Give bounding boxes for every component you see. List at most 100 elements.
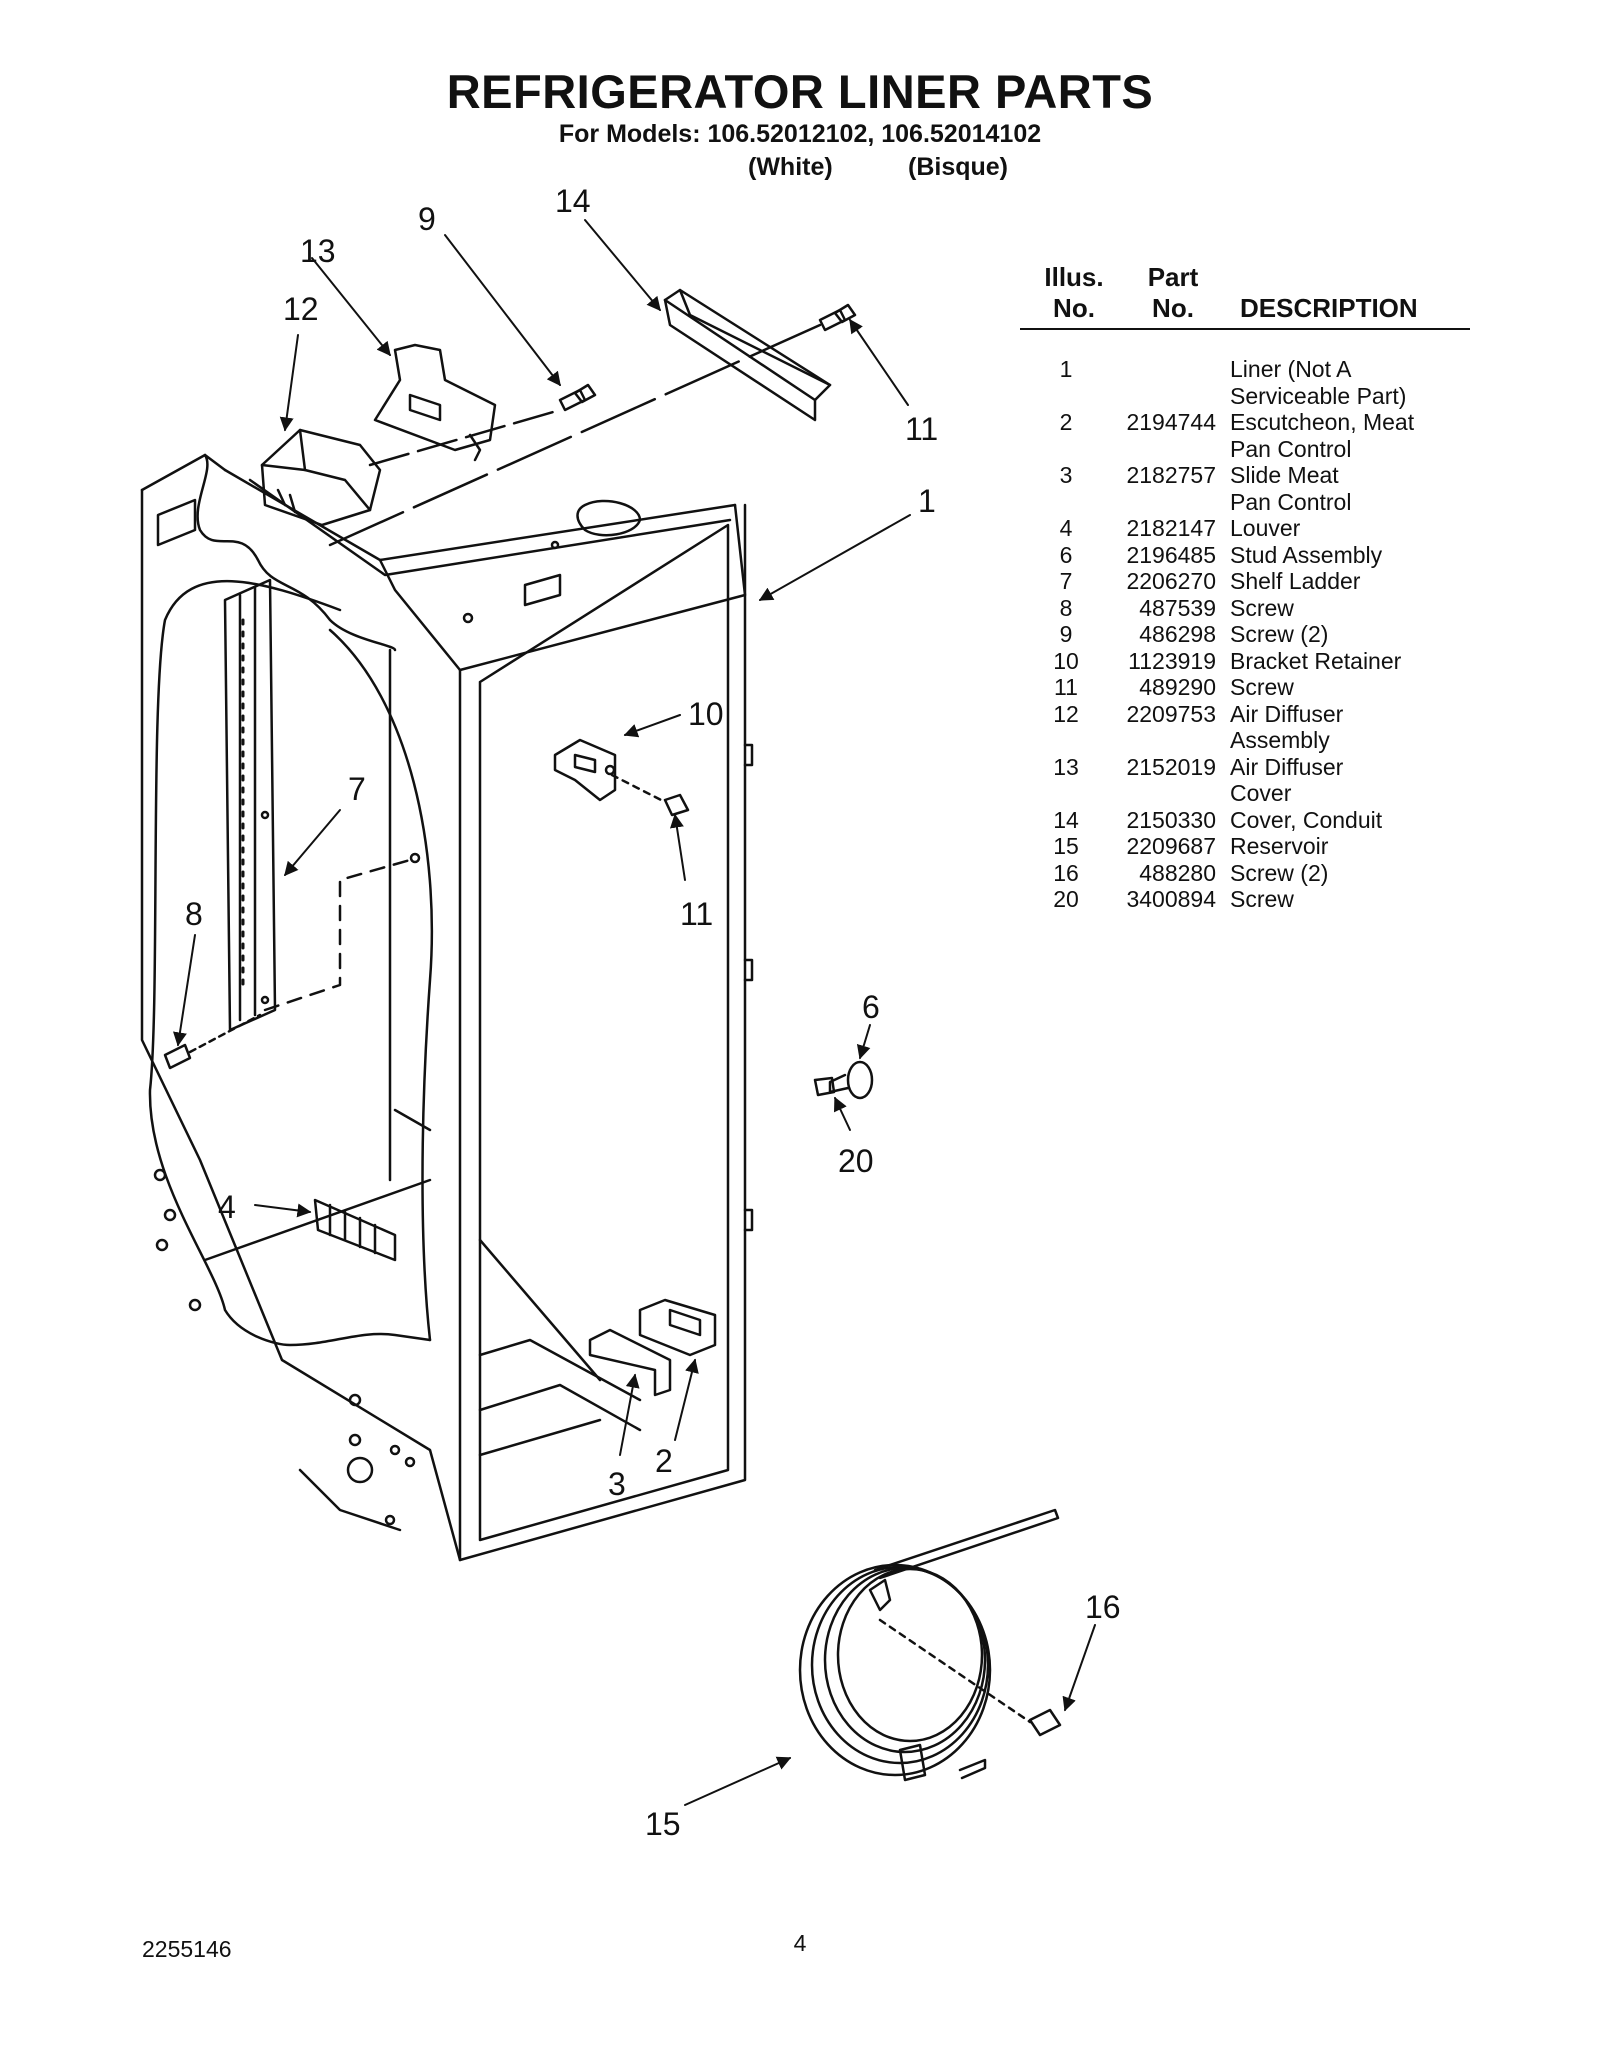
part-no-cell: 1123919 [1128, 647, 1216, 674]
leader-lines [173, 219, 1096, 1806]
illus-no-cell: 10 [1053, 647, 1079, 674]
table-row-continuation: Serviceable Part) [1020, 383, 1470, 410]
screw-11-mid [610, 773, 690, 817]
conduit-cover [663, 288, 832, 422]
header-part-no: Part No. [1128, 262, 1218, 324]
screw-8 [163, 1013, 262, 1070]
description-cell: Pan Control [1230, 435, 1352, 462]
description-cell: Liner (Not A [1230, 356, 1352, 382]
louver [313, 1198, 397, 1262]
illus-no-cell [1020, 383, 1112, 410]
page-number: 4 [793, 1930, 807, 1956]
description-cell: Cover [1230, 780, 1292, 806]
illus-no-cell: 15 [1053, 833, 1079, 859]
table-row-continuation: Pan Control [1020, 436, 1470, 463]
part-no-cell: 2182147 [1126, 515, 1216, 541]
part-no-cell: 2209753 [1126, 700, 1216, 727]
description-cell: Reservoir [1230, 833, 1329, 859]
illus-no-cell: 1 [1059, 356, 1073, 382]
screw-9 [558, 383, 597, 412]
document-number: 2255146 [142, 1936, 232, 1962]
part-no-cell [1112, 780, 1230, 807]
part-no-cell: 2206270 [1126, 568, 1216, 594]
color-white-label: (White) [748, 153, 833, 181]
callout-2: 2 [655, 1443, 673, 1479]
description-cell: Slide Meat [1230, 462, 1339, 488]
part-no-cell: 2150330 [1126, 806, 1216, 833]
callout-15: 15 [645, 1806, 681, 1842]
description-cell: Screw [1230, 594, 1294, 621]
illus-no-cell: 2 [1059, 409, 1073, 435]
part-no-cell: 3400894 [1126, 886, 1216, 912]
callout-7: 7 [348, 771, 366, 807]
model-numbers: For Models: 106.52012102, 106.52014102 [558, 120, 1042, 148]
part-no-cell: 2152019 [1126, 753, 1216, 780]
stud-assembly [813, 1060, 874, 1100]
table-row: 15 2209687 Reservoir [1020, 833, 1470, 860]
header-illus-line2: No. [1053, 293, 1095, 323]
part-no-cell: 2196485 [1126, 541, 1216, 568]
part-no-cell: 489290 [1139, 674, 1216, 700]
description-cell: Screw [1230, 674, 1294, 700]
part-no-cell: 2182757 [1126, 462, 1216, 488]
description-cell: Serviceable Part) [1230, 382, 1407, 409]
callout-6: 6 [862, 989, 880, 1025]
header-illus-line1: Illus. [1044, 262, 1104, 292]
callout-20: 20 [838, 1143, 874, 1179]
callout-3: 3 [608, 1466, 626, 1502]
part-no-cell [1112, 436, 1230, 463]
shelf-ladder [223, 578, 277, 1032]
description-cell: Air Diffuser [1230, 753, 1344, 780]
description-cell: Pan Control [1230, 488, 1352, 515]
table-row: 1 Liner (Not A [1020, 356, 1470, 383]
table-row: 10 1123919 Bracket Retainer [1020, 648, 1470, 675]
table-row: 9 486298 Screw (2) [1020, 621, 1470, 648]
page-title: REFRIGERATOR LINER PARTS [446, 65, 1154, 118]
header-part-line2: No. [1152, 293, 1194, 323]
part-no-cell: 487539 [1139, 594, 1216, 621]
illus-no-cell: 14 [1053, 806, 1079, 833]
color-bisque-label: (Bisque) [908, 153, 1008, 181]
callout-13: 13 [300, 233, 336, 269]
bracket-retainer [553, 738, 617, 802]
illus-no-cell: 9 [1059, 621, 1073, 647]
description-cell: Cover, Conduit [1230, 806, 1383, 833]
part-no-cell [1112, 489, 1230, 516]
part-no-cell: 486298 [1139, 621, 1216, 647]
slide-meat-pan-control [588, 1328, 672, 1397]
callout-12: 12 [283, 291, 319, 327]
callout-4: 4 [218, 1189, 236, 1225]
description-cell: Assembly [1230, 727, 1330, 753]
liner-body [140, 453, 754, 1562]
reservoir [798, 1508, 1060, 1782]
part-no-cell [1112, 356, 1230, 383]
callout-11-mid: 11 [680, 896, 713, 932]
description-cell: Screw [1230, 886, 1294, 912]
escutcheon-meat-pan-control [638, 1298, 717, 1357]
description-cell: Louver [1230, 515, 1301, 541]
screw-11-top [818, 303, 857, 332]
table-row-continuation: Assembly [1020, 727, 1470, 754]
header-description: DESCRIPTION [1240, 293, 1418, 323]
part-no-cell: 2209687 [1126, 833, 1216, 859]
parts-list-header: Illus. No. Part No. DESCRIPTION [1020, 262, 1470, 330]
header-part-line1: Part [1147, 262, 1199, 292]
description-cell: Bracket Retainer [1230, 647, 1402, 674]
callout-11-top: 11 [905, 411, 938, 447]
table-row-continuation: Pan Control [1020, 489, 1470, 516]
description-cell: Screw (2) [1230, 859, 1329, 886]
description-cell: Stud Assembly [1230, 541, 1383, 568]
description-cell: Screw (2) [1230, 621, 1329, 647]
illus-no-cell [1020, 727, 1112, 754]
parts-list: Illus. No. Part No. DESCRIPTION 1 Liner (… [1020, 262, 1470, 913]
